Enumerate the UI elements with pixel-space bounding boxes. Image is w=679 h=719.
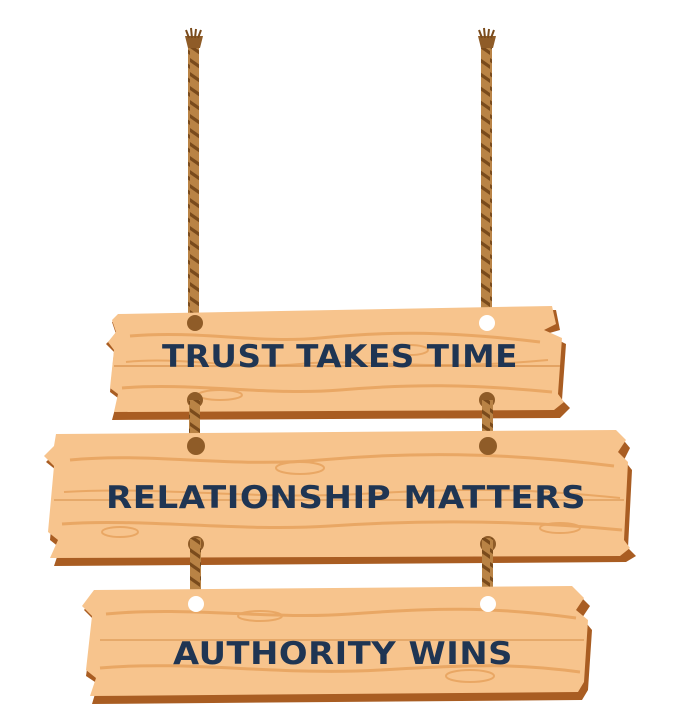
sign-3-label: AUTHORITY WINS bbox=[173, 636, 513, 672]
rope-mid-right-1 bbox=[482, 400, 493, 446]
sign-2-label: RELATIONSHIP MATTERS bbox=[106, 480, 586, 516]
sign-board-3 bbox=[82, 586, 592, 704]
sign-board-1 bbox=[106, 306, 570, 420]
sign-1-label: TRUST TAKES TIME bbox=[162, 339, 518, 375]
rope-mid-right-2 bbox=[482, 538, 493, 604]
rope-mid-left-1 bbox=[189, 400, 200, 446]
rope-top-right bbox=[478, 27, 496, 322]
rope-mid-left-2 bbox=[190, 538, 201, 604]
rope-top-left bbox=[185, 27, 203, 322]
sign-board-2 bbox=[44, 430, 636, 566]
